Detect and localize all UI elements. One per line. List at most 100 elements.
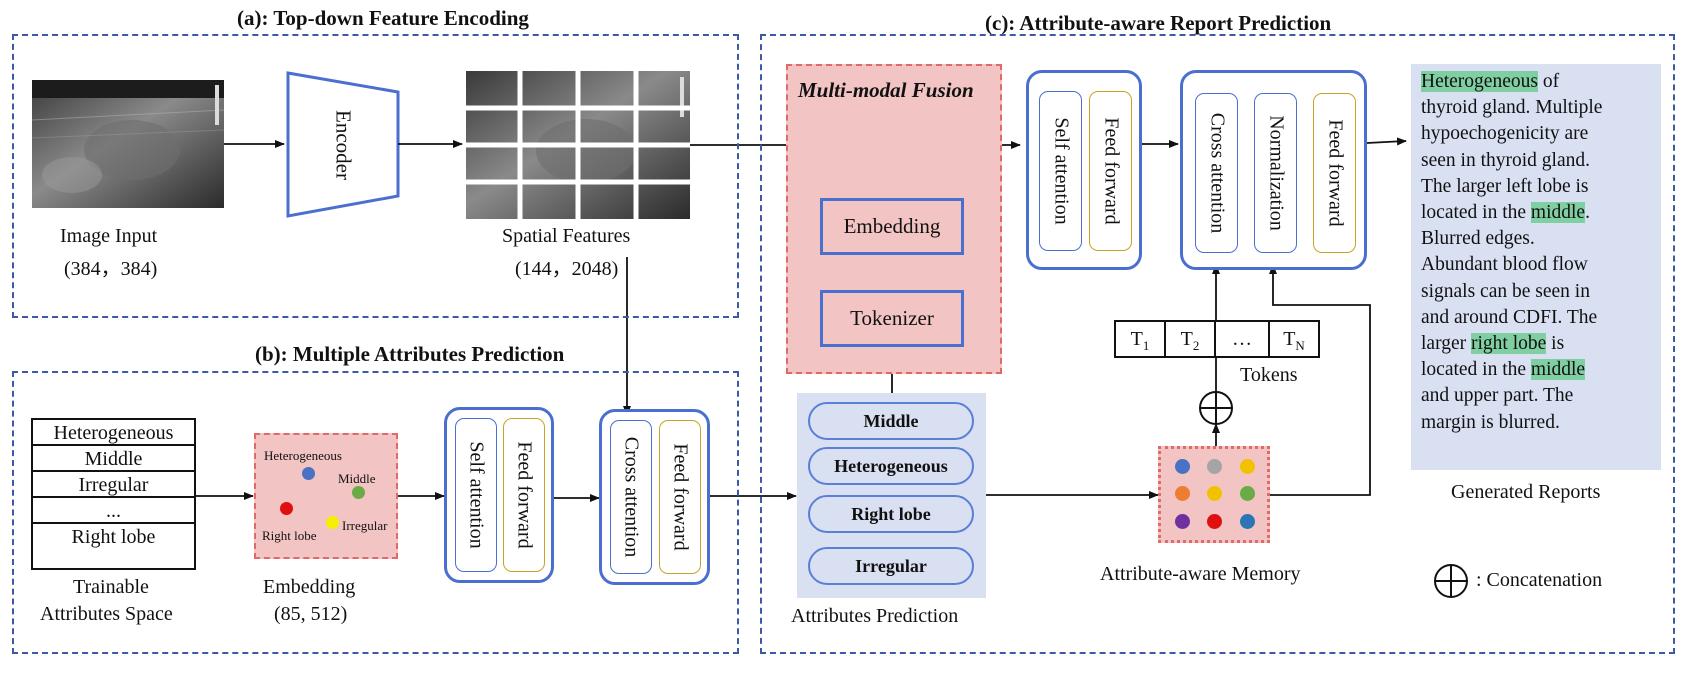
attr-item: Right lobe — [71, 526, 156, 548]
cross-attention-label: Cross attention — [1206, 112, 1228, 234]
report-text-segment: hypoechogenicity are — [1421, 123, 1589, 145]
report-line: larger right lobe is — [1421, 331, 1602, 357]
predicted-attribute: Right lobe — [808, 495, 974, 533]
fusion-embedding-label: Embedding — [843, 214, 941, 238]
report-line: thyroid gland. Multiple — [1421, 95, 1602, 121]
report-line: Blurred edges. — [1421, 226, 1602, 252]
encoder: Encoder — [288, 73, 398, 216]
report-text-segment: thyroid gland. Multiple — [1421, 97, 1603, 119]
self-attention-module: Self attention — [1039, 91, 1082, 251]
normalization-module: Normalization — [1254, 93, 1297, 253]
dot-label-irregular: Irregular — [342, 518, 388, 533]
memory-dot — [1175, 514, 1190, 529]
arrow-memory-to-normalization — [1269, 264, 1371, 496]
fusion-title: Multi-modal Fusion — [798, 78, 974, 102]
embedding-dot-yellow — [326, 516, 339, 529]
tokenizer-box: Tokenizer — [820, 290, 964, 347]
attribute-decoder-block: Cross attention Feed forward — [599, 409, 710, 585]
report-line: and around CDFI. The — [1421, 305, 1602, 331]
dot-label-heterogeneous: Heterogeneous — [264, 448, 342, 463]
cross-attention-module: Cross attention — [1195, 93, 1238, 253]
report-text-segment: margin is blurred. — [1421, 411, 1560, 433]
generated-report-caption: Generated Reports — [1451, 481, 1601, 503]
self-attention-label: Self attention — [465, 441, 488, 549]
report-text-segment: larger — [1421, 333, 1471, 355]
report-highlight: middle — [1530, 359, 1586, 381]
spatial-features-label: Spatial Features — [502, 225, 631, 247]
feed-forward-label: Feed forward — [669, 443, 692, 551]
attribute-encoder-block: Self attention Feed forward — [444, 407, 554, 583]
report-line: Heterogeneous of — [1421, 69, 1602, 95]
embedding-dot-green — [352, 486, 365, 499]
report-text-segment: of — [1537, 71, 1560, 92]
legend-concatenation-label: : Concatenation — [1476, 569, 1603, 591]
fusion-embedding-box: Embedding — [820, 198, 964, 255]
report-text-segment: signals can be seen in — [1421, 280, 1590, 302]
attr-item: Middle — [33, 446, 194, 472]
embedding-dot-red — [280, 502, 293, 515]
feed-forward-module: Feed forward — [503, 418, 545, 572]
report-text-segment: located in the — [1421, 202, 1531, 224]
memory-dot — [1207, 459, 1222, 474]
ultrasound-image — [32, 80, 224, 208]
report-text-segment: and upper part. The — [1421, 385, 1574, 407]
report-text-segment: and around CDFI. The — [1421, 306, 1598, 328]
report-text-segment: seen in thyroid gland. — [1421, 149, 1590, 171]
report-line: hypoechogenicity are — [1421, 121, 1602, 147]
report-text-segment: is — [1546, 333, 1565, 355]
feed-forward-label: Feed forward — [1100, 117, 1122, 225]
report-line: and upper part. The — [1421, 383, 1602, 409]
panel-b-box — [12, 371, 739, 654]
report-line: signals can be seen in — [1421, 279, 1602, 305]
memory-dot — [1175, 486, 1190, 501]
attributes-space-list: Heterogeneous Middle Irregular ... Right… — [31, 418, 196, 570]
tokens-caption: Tokens — [1240, 364, 1298, 386]
report-highlight: Heterogeneous — [1421, 71, 1538, 92]
normalization-label: Normalization — [1265, 115, 1287, 231]
attr-item: ... — [33, 498, 194, 524]
panel-c-title: (c): Attribute-aware Report Prediction — [985, 11, 1332, 35]
panel-c-box — [760, 34, 1675, 654]
embedding-dot-blue — [302, 467, 315, 480]
panel-b-title: (b): Multiple Attributes Prediction — [255, 342, 565, 366]
memory-dot — [1207, 514, 1222, 529]
embedding-caption-2: (85, 512) — [274, 603, 348, 625]
report-line: The larger left lobe is — [1421, 174, 1602, 200]
memory-dot — [1240, 486, 1255, 501]
spatial-features-grid — [466, 71, 690, 219]
attribute-memory-grid — [1158, 446, 1270, 543]
memory-dot — [1240, 459, 1255, 474]
attributes-prediction-panel: Middle Heterogeneous Right lobe Irregula… — [797, 393, 986, 598]
attributes-prediction-caption: Attributes Prediction — [791, 605, 959, 627]
attributes-space-caption-1: Trainable — [73, 576, 149, 598]
image-input-label: Image Input — [60, 225, 158, 247]
self-attention-label: Self attention — [1050, 117, 1072, 225]
report-decoder-block-2: Cross attention Normalization Feed forwa… — [1180, 70, 1367, 270]
token-ellipsis: … — [1214, 320, 1270, 358]
embedding-scatter: Heterogeneous Middle Irregular Right lob… — [254, 433, 398, 559]
memory-dot — [1175, 459, 1190, 474]
feed-forward-module: Feed forward — [1089, 91, 1132, 251]
predicted-attribute: Middle — [808, 402, 974, 440]
cross-attention-label: Cross attention — [620, 436, 643, 558]
token-tn: TN — [1268, 320, 1320, 358]
arrow-decoder2-to-report — [1366, 137, 1407, 146]
panel-a-box — [12, 34, 739, 318]
report-highlight: middle — [1530, 202, 1586, 224]
feed-forward-module: Feed forward — [1313, 93, 1356, 253]
feed-forward-label: Feed forward — [1324, 119, 1346, 227]
tokenizer-label: Tokenizer — [850, 306, 934, 330]
predicted-attribute: Heterogeneous — [808, 447, 974, 485]
encoder-shape — [286, 71, 400, 218]
token-t2: T2 — [1164, 320, 1216, 358]
predicted-attribute: Irregular — [808, 547, 974, 585]
attributes-space-caption-2: Attributes Space — [40, 603, 173, 625]
spatial-features-dims: (144，2048) — [515, 258, 619, 280]
report-line: located in the middle — [1421, 357, 1602, 383]
report-text-segment: located in the — [1421, 359, 1531, 381]
report-text-segment: Abundant blood flow — [1421, 254, 1588, 276]
panel-a-title: (a): Top-down Feature Encoding — [237, 6, 529, 30]
